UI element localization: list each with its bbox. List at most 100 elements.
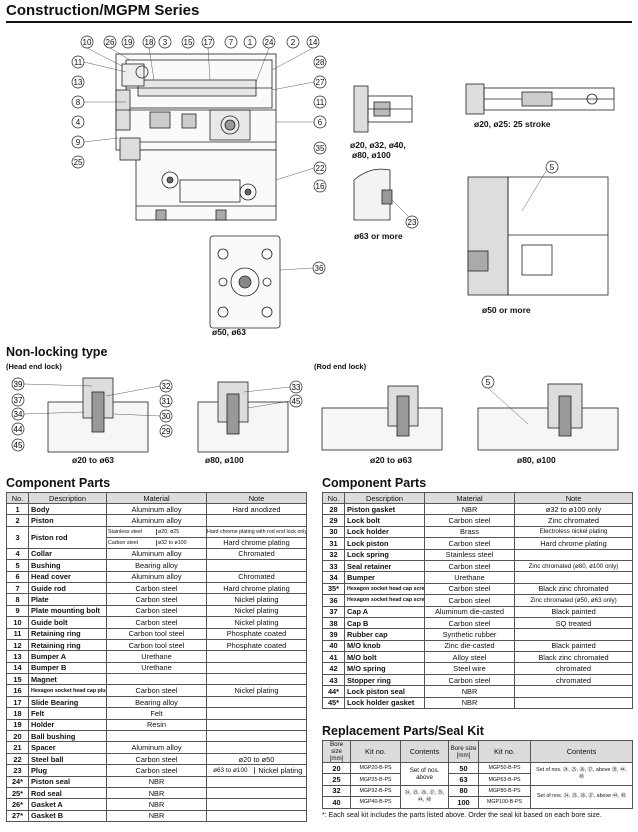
kit-number: MGP50-B-PS	[478, 761, 531, 775]
part-material	[106, 673, 207, 686]
part-material: Carbon steel	[424, 537, 515, 550]
part-note	[206, 730, 307, 743]
callout-number: 23	[408, 218, 417, 227]
part-number: 26*	[6, 798, 29, 811]
caption-bore-20-32-40: ø20, ø32, ø40,	[350, 140, 406, 150]
part-note	[514, 628, 633, 641]
part-material: NBR	[106, 786, 207, 800]
part-note: Black zinc chromated	[514, 582, 633, 596]
part-note	[206, 809, 307, 823]
callout-number: 1	[248, 38, 253, 47]
callout-number: 45	[292, 397, 301, 406]
part-number: 24*	[6, 775, 29, 789]
callout-number: 11	[74, 58, 83, 67]
kit-contents: Set of nos. ㉔, ㉕, ㉖, ㉗, above ㉟, ㊹, ㊺	[530, 762, 633, 786]
part-number: 12	[6, 638, 29, 652]
part-number: 11	[6, 627, 29, 640]
callout-number: 24	[265, 38, 274, 47]
part-note	[206, 514, 307, 527]
column-header: Note	[514, 492, 633, 504]
part-number: 34	[322, 571, 345, 584]
part-note: Hard chrome plating with rod end lock on…	[206, 525, 307, 549]
construction-drawing: 10 26 19 18 3 15 17 7 1 24 2 14 11 13 8 …	[71, 35, 327, 329]
part-description: Ball bushing	[28, 730, 107, 743]
part-description: M/O knob	[344, 639, 425, 653]
part-material: Aluminum alloy	[106, 570, 207, 583]
part-number: 6	[6, 570, 29, 583]
callout-number: 35	[316, 144, 325, 153]
part-note: Nickel plating	[206, 593, 307, 606]
callout-number: 9	[76, 138, 81, 147]
part-material: NBR	[424, 502, 515, 516]
part-note: Hard chrome plating	[206, 581, 307, 595]
head-end-lock-label: (Head end lock)	[6, 362, 62, 371]
part-description: Steel ball	[28, 752, 107, 766]
part-note: Zinc chromated	[514, 514, 633, 527]
part-note	[206, 786, 307, 800]
part-number: 7	[6, 581, 29, 595]
part-note: Black painted	[514, 605, 633, 618]
component-parts-heading-right: Component Parts	[322, 476, 427, 490]
title-divider	[6, 21, 632, 23]
part-material: Carbon steel	[424, 559, 515, 573]
part-note: Zinc chromated (ø50, ø63 only)	[514, 594, 633, 607]
bore-size: 20	[322, 761, 351, 775]
part-note: Black painted	[514, 639, 633, 653]
part-number: 9	[6, 604, 29, 618]
part-number: 22	[6, 752, 29, 766]
replacement-heading: Replacement Parts/Seal Kit	[322, 724, 484, 738]
part-description: Cap A	[344, 605, 425, 618]
part-number: 13	[6, 650, 29, 663]
column-header: Contents	[530, 740, 633, 763]
callout-number: 16	[316, 182, 325, 191]
caption-bore-50-63: ø50, ø63	[212, 327, 247, 337]
kit-contents: Set of nos. ㉔, ㉕, ㉖, ㉗, above ㊹, ㊺	[530, 784, 633, 809]
part-description: Lock piston seal	[344, 685, 425, 698]
part-note	[206, 775, 307, 789]
kit-number: MGP25-B-PS	[350, 773, 401, 786]
bore-a: ø20, ø25	[158, 528, 180, 535]
nonlocking-head-end-drawing: 39 37 34 44 45 32 31 30 29 33 45	[11, 377, 303, 453]
part-material: NBR	[106, 775, 207, 789]
part-description: Piston gasket	[344, 502, 425, 516]
kit-number: MGP80-B-PS	[478, 784, 531, 798]
part-description: Magnet	[28, 673, 107, 686]
part-number: 35*	[322, 582, 345, 596]
part-note: Hard anodized	[206, 502, 307, 516]
part-description: Rod seal	[28, 786, 107, 800]
part-number: 43	[322, 673, 345, 687]
callout-number: 34	[14, 410, 23, 419]
column-header: Kit no.	[478, 740, 531, 763]
part-note: Chromated	[206, 570, 307, 583]
part-note: ø32 to ø100 only	[514, 502, 633, 516]
table-header-row: No. Description Material Note	[6, 492, 307, 504]
part-description: Piston	[28, 514, 107, 527]
